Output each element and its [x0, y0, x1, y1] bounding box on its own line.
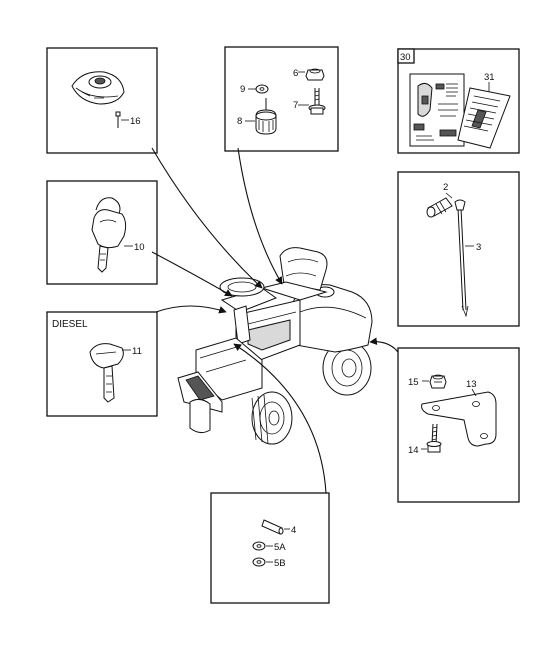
diesel-label: DIESEL [52, 319, 88, 330]
leader-10 [151, 251, 233, 297]
callout-3: 3 [476, 242, 481, 253]
screw-16-illustration [115, 111, 121, 128]
callout-14: 14 [408, 445, 419, 456]
nut-15-illustration [429, 374, 447, 389]
callout-10: 10 [134, 242, 145, 253]
rod-3-illustration [454, 199, 469, 318]
manual-31-illustration [457, 87, 511, 149]
washer-5a-illustration [252, 541, 266, 551]
hour-meter-illustration [71, 71, 125, 105]
diesel-key-11-illustration [89, 343, 124, 403]
bolt-14-illustration [426, 423, 442, 453]
pin-4-illustration [261, 519, 284, 535]
panel-part-10: 10 [46, 180, 158, 285]
panel-frame [224, 46, 339, 152]
bolt-7-illustration [308, 88, 326, 115]
callout-8: 8 [237, 116, 242, 127]
washer-5b-illustration [252, 557, 266, 567]
panel-parts-13-14-15: 15 13 14 [397, 347, 520, 503]
callout-2: 2 [443, 182, 448, 193]
lawn-tractor-illustration [177, 247, 373, 445]
panel-part-16: 16 [46, 47, 158, 154]
callout-5a: 5A [274, 542, 286, 553]
leader-lines [151, 147, 399, 494]
panel-part-11-diesel: DIESEL 11 [46, 311, 158, 417]
callout-box-30 [397, 48, 415, 64]
callout-11: 11 [132, 346, 142, 357]
panel-frame [210, 492, 330, 604]
cap-2-illustration [426, 197, 453, 218]
nut-6-illustration [305, 68, 325, 81]
callout-9: 9 [240, 84, 245, 95]
leader-6-9 [237, 147, 283, 285]
callout-5b: 5B [274, 558, 286, 569]
ignition-key-10-illustration [91, 197, 127, 273]
callout-6: 6 [293, 68, 298, 79]
knob-8-illustration [255, 98, 277, 135]
callout-31: 31 [484, 72, 495, 83]
callout-4: 4 [291, 525, 296, 536]
washer-9-illustration [255, 84, 269, 94]
decal-sheet-30-illustration [409, 73, 465, 147]
callout-16: 16 [130, 116, 141, 127]
panel-parts-6-7-8-9: 9 8 6 7 [224, 46, 339, 152]
callout-15: 15 [408, 377, 419, 388]
panel-frame [397, 347, 520, 503]
leader-16 [151, 147, 263, 289]
panel-parts-2-3: 2 3 [397, 171, 520, 327]
bracket-13-illustration [421, 391, 497, 447]
leader-13-15 [369, 337, 399, 353]
leader-11 [155, 305, 227, 314]
leader-4-5 [233, 343, 327, 494]
panel-frame [397, 171, 520, 327]
panel-parts-30-31: 30 31 [397, 48, 520, 154]
callout-7: 7 [293, 100, 298, 111]
callout-13: 13 [466, 379, 477, 390]
panel-parts-4-5a-5b: 4 5A 5B [210, 492, 330, 604]
callout-30: 30 [400, 52, 411, 63]
